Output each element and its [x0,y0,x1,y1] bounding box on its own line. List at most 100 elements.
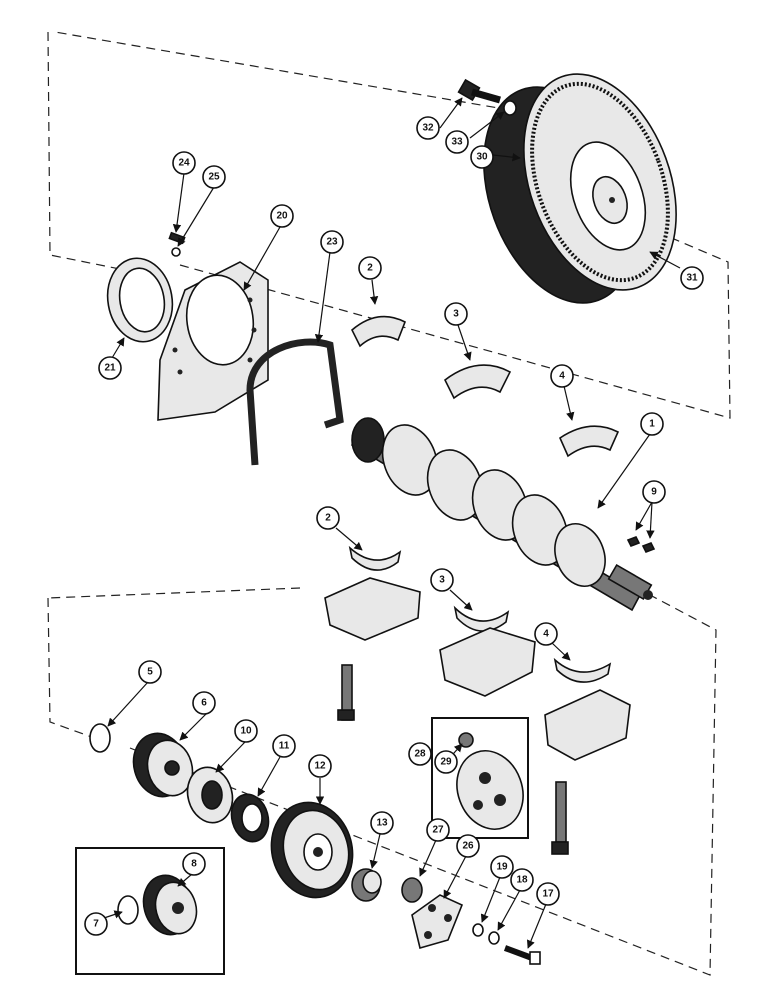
flywheel-washer [503,100,517,116]
svg-text:2: 2 [367,263,373,274]
callout-32: 32 [416,116,440,140]
callout-11: 11 [272,734,296,758]
callout-7: 7 [84,912,108,936]
svg-text:1: 1 [649,419,655,430]
callout-12: 12 [308,754,332,778]
svg-text:7: 7 [93,919,99,930]
callout-28: 28 [408,742,432,766]
flywheel-bolt [457,78,501,104]
svg-text:6: 6 [201,698,207,709]
main-bearing-lower-front [348,545,402,571]
svg-text:4: 4 [559,371,565,382]
svg-text:29: 29 [440,757,452,768]
main-cap-bolt-rear [551,781,569,855]
callout-17: 17 [536,882,560,906]
svg-text:27: 27 [432,825,444,836]
lower-group-outline [47,587,717,976]
svg-text:13: 13 [376,818,388,829]
svg-text:33: 33 [451,137,463,148]
hub-lockwasher [488,931,500,945]
callout-19: 19 [490,855,514,879]
svg-text:9: 9 [651,487,657,498]
svg-text:8: 8 [191,859,197,870]
callout-26: 26 [456,834,480,858]
main-bearing-lower-rear [553,657,612,683]
main-cap-bolt-center [337,664,355,721]
svg-text:17: 17 [542,889,554,900]
counterweight-inset [431,717,529,839]
callout-25: 25 [202,165,226,189]
main-bearing-upper-center [443,364,512,400]
callout-9: 9 [642,480,666,504]
leader-lines [103,97,681,949]
callout-10: 10 [234,719,258,743]
svg-text:12: 12 [314,761,326,772]
svg-text:20: 20 [276,211,288,222]
callout-2-lower: 2 [316,506,340,530]
callout-24: 24 [172,151,196,175]
pulley-spacer [351,868,382,902]
callout-4-lower: 4 [534,622,558,646]
crankshaft-pulley [270,801,354,899]
retainer-washer [171,247,181,257]
callout-18: 18 [510,868,534,892]
crankshaft [350,417,653,612]
svg-text:25: 25 [208,172,220,183]
callout-33: 33 [445,130,469,154]
front-oil-seal [230,793,270,843]
main-cap-rear [544,689,631,761]
svg-text:21: 21 [104,363,116,374]
rear-oil-seal [106,257,174,343]
callout-6: 6 [192,691,216,715]
svg-text:18: 18 [516,875,528,886]
svg-text:2: 2 [325,513,331,524]
svg-text:28: 28 [414,749,426,760]
seal-retainer [157,261,269,421]
callout-23: 23 [320,230,344,254]
gear-spacer [186,766,234,824]
svg-text:24: 24 [178,158,190,169]
svg-text:3: 3 [439,575,445,586]
hub-bushing [401,877,423,903]
callout-13: 13 [370,811,394,835]
callout-21: 21 [98,356,122,380]
svg-text:19: 19 [496,862,508,873]
callout-2-upper: 2 [358,256,382,280]
callout-4-upper: 4 [550,364,574,388]
svg-text:4: 4 [543,629,549,640]
svg-text:5: 5 [147,667,153,678]
callout-29: 29 [434,750,458,774]
svg-text:3: 3 [453,309,459,320]
svg-text:30: 30 [476,152,488,163]
svg-text:11: 11 [279,741,290,752]
svg-text:10: 10 [240,726,252,737]
main-cap-center [439,627,536,697]
retainer-gasket [246,338,344,466]
callout-3-lower: 3 [430,568,454,592]
callout-20: 20 [270,204,294,228]
callout-27: 27 [426,818,450,842]
flywheel [483,73,677,304]
callout-8: 8 [182,852,206,876]
svg-text:26: 26 [462,841,474,852]
main-bearing-upper-rear [558,425,620,458]
crankshaft-hub [411,894,464,949]
main-bearing-upper-front [351,315,407,348]
thrust-washer [89,723,111,753]
hub-bolt [503,945,541,965]
main-cap-front [324,577,421,641]
callout-3-upper: 3 [444,302,468,326]
gear-inset [75,847,225,975]
callout-5: 5 [138,660,162,684]
callout-1: 1 [640,412,664,436]
hub-washer [472,923,484,937]
main-bearing-lower-center [453,605,510,632]
crankshaft-keys [626,535,656,554]
callout-31: 31 [680,266,704,290]
svg-text:23: 23 [326,237,338,248]
crankshaft-gear [132,732,194,798]
callout-30: 30 [470,145,494,169]
svg-text:32: 32 [422,123,434,134]
